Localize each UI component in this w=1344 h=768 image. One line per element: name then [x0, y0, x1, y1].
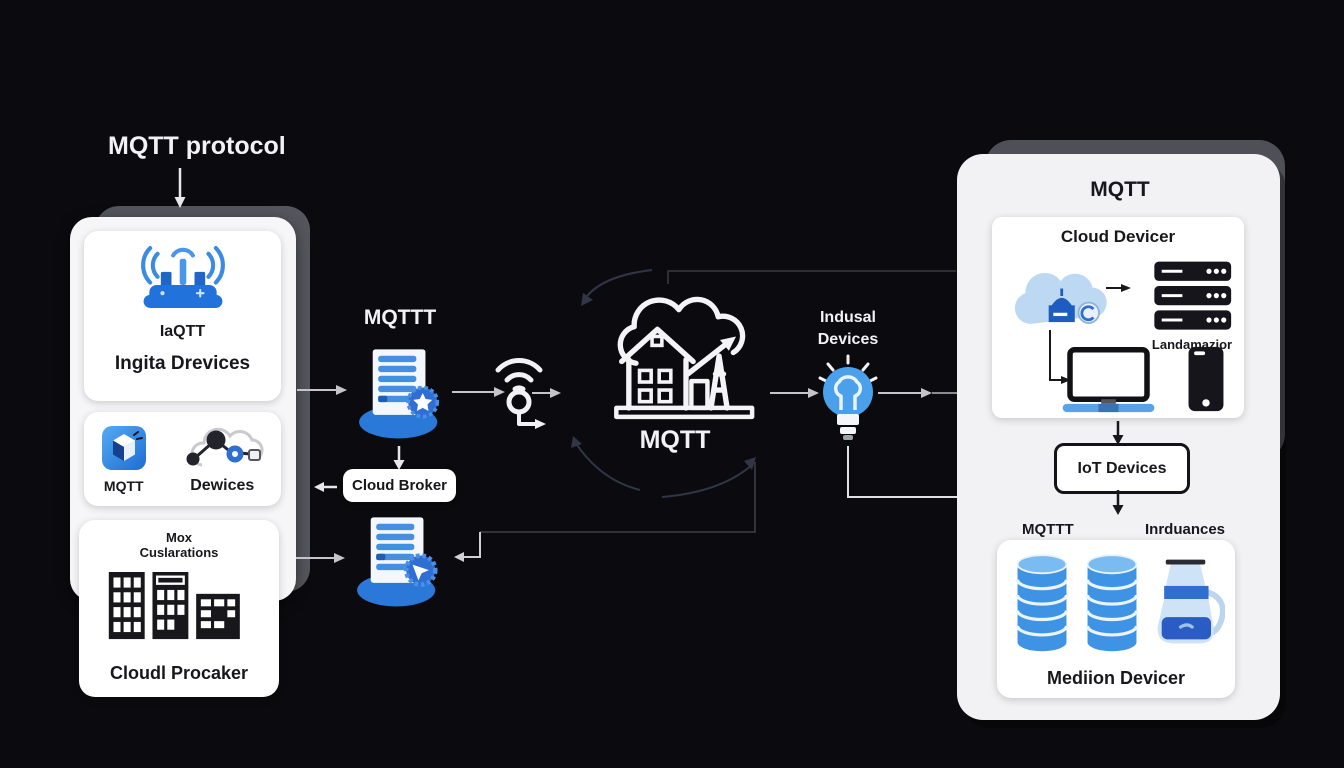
server-to-pill-arrow — [393, 446, 405, 470]
storage-card-label: Mediion Devicer — [1046, 668, 1186, 688]
carafe-icon — [1157, 559, 1225, 644]
mqtt-protocol-card: MQTT Dewices — [84, 412, 281, 506]
database-cylinder-icon — [1015, 554, 1069, 652]
industrial-label-line2: Devices — [817, 331, 879, 348]
storage-devices-card: Mediion Devicer — [997, 540, 1235, 698]
server-star-badge-icon — [359, 349, 440, 439]
device-network-label: Dewices — [190, 477, 255, 494]
device-card-small-label: IaQTT — [159, 323, 206, 340]
database-cylinder-icon — [1085, 554, 1139, 652]
device-network-icon — [186, 427, 264, 467]
right-mqtt-label: MQTTT — [1022, 521, 1074, 538]
device-card-large-label: Ingita Drevices — [114, 353, 251, 374]
device-network-item: Dewices — [180, 423, 264, 495]
broker-card-heading-line1: Mox — [166, 530, 192, 545]
pill-left-arrow — [314, 482, 337, 492]
arc-arrowhead — [581, 293, 593, 306]
cloud-broker-pill-label: Cloud Broker — [351, 477, 447, 494]
buildings-icon — [108, 572, 240, 640]
diagram-title: MQTT protocol — [108, 132, 286, 160]
mqtt-cube-item: MQTT — [101, 425, 147, 494]
wifi-relay-icon — [495, 358, 546, 429]
hub-to-bulb-arrow — [770, 388, 819, 398]
bulb-elbow-line — [847, 446, 957, 498]
cloud-devices-card: Cloud Devicer — [992, 217, 1244, 418]
broker-card-label: Cloudl Procaker — [109, 663, 249, 683]
arc-arrowhead — [744, 457, 756, 470]
cloud-server-icon — [1014, 272, 1107, 324]
smartphone-icon — [1188, 346, 1224, 412]
return-elbow-line — [454, 462, 756, 562]
industrial-devices-label: Indusal Devices — [798, 307, 898, 351]
broker-card-heading-line2: Cuslarations — [139, 545, 219, 560]
arc-arrowhead — [571, 436, 582, 448]
appliances-label: Inrduances — [1145, 521, 1226, 538]
hub-to-panel-top-line — [667, 270, 956, 284]
cloud-house-hub-icon — [614, 296, 755, 420]
monitor-icon — [1062, 347, 1155, 413]
cloud-broker-pill: Cloud Broker — [343, 469, 456, 502]
server-racks-icon — [1154, 261, 1232, 330]
hub-label: MQTT — [639, 426, 711, 454]
right-panel-title: MQTT — [1090, 178, 1150, 201]
industrial-label-line1: Indusal — [819, 309, 876, 326]
server-gear-badge-icon — [357, 517, 438, 607]
cloud-card-title: Cloud Devicer — [1060, 227, 1176, 246]
router-wifi-icon — [140, 245, 225, 308]
lightbulb-icon — [818, 354, 878, 440]
mqtt-cube-label: MQTT — [103, 477, 144, 494]
bulb-to-panel-arrow — [878, 388, 957, 398]
middle-broker-label: MQTTT — [363, 306, 437, 329]
iot-devices-box-label: IoT Devices — [1077, 459, 1167, 477]
iot-device-card: IaQTT Ingita Drevices — [84, 231, 281, 401]
iot-devices-box: IoT Devices — [1054, 443, 1190, 494]
title-down-arrow — [174, 168, 186, 208]
cloud-broker-card: Mox Cuslarations Cloud — [79, 520, 279, 697]
mqtt-cube-icon — [101, 425, 146, 470]
